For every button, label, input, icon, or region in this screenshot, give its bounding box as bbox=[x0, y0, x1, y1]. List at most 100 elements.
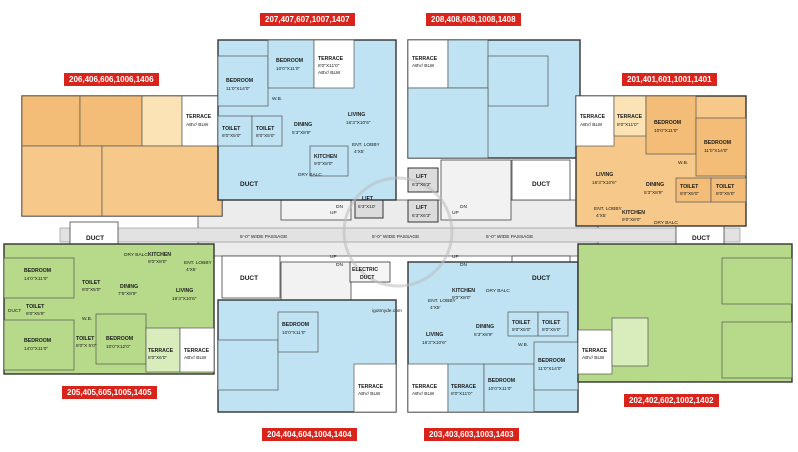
u205-toilet-1-dim: 8'0"X5'0" bbox=[82, 287, 101, 293]
unit-label-207: 207,407,607,1007,1407 bbox=[260, 13, 355, 26]
u207-toilet-2-dim: 8'0"X5'0" bbox=[256, 133, 275, 139]
u201-toilet-1: TOILET bbox=[680, 184, 699, 190]
lift-label-1: LIFT bbox=[362, 196, 374, 202]
u205-bedroom-1-dim: 14'0"X11'0" bbox=[24, 276, 48, 282]
u203-ent-lobby-dim: 4'X5' bbox=[430, 305, 440, 311]
unit-207 bbox=[217, 39, 397, 201]
u203-dry-balc: DRY BALC bbox=[486, 288, 510, 294]
lift-dim-3: 6'3"X6'3" bbox=[412, 213, 431, 219]
passage-label-right: 5'-0" WIDE PASSAGE bbox=[486, 234, 533, 240]
duct-label-6: DUCT bbox=[692, 235, 710, 242]
u205-kitchen: KITCHEN bbox=[148, 252, 171, 258]
u203-bedroom-1: BEDROOM bbox=[538, 358, 565, 364]
u205-terrace-2: TERRACE bbox=[184, 348, 210, 354]
u205-terrace-2-abv: ABV/ BLW bbox=[184, 355, 207, 361]
stair-up-1: UP bbox=[330, 210, 337, 216]
u203-living-dim: 16'3"X10'6" bbox=[422, 340, 447, 346]
u201-terrace-2-dim: 8'0"X11'0" bbox=[617, 122, 639, 128]
unit-label-208: 208,408,608,1008,1408 bbox=[426, 13, 521, 26]
u207-kitchen: KITCHEN bbox=[314, 154, 337, 160]
u202-terrace: TERRACE bbox=[582, 348, 608, 354]
u202-terrace-abv: ABV/ BLW bbox=[582, 355, 605, 361]
u201-ent-lobby-dim: 4'X5' bbox=[596, 213, 606, 219]
u203-dining: DINING bbox=[476, 324, 494, 330]
u203-toilet-1-dim: 8'0"X5'0" bbox=[512, 327, 531, 333]
unit-label-206: 206,406,606,1006,1406 bbox=[64, 73, 159, 86]
u201-dining-dim: 5'3"X8'9" bbox=[644, 190, 663, 196]
u201-terrace-1: TERRACE bbox=[580, 114, 606, 120]
stair-dn-4: DN bbox=[460, 262, 467, 268]
passage-label-center: 5'-0" WIDE PASSAGE bbox=[372, 234, 419, 240]
lift-right-lower bbox=[407, 199, 439, 223]
u201-living: LIVING bbox=[596, 172, 613, 178]
stair-dn-3: DN bbox=[336, 262, 343, 268]
u201-toilet-2: TOILET bbox=[716, 184, 735, 190]
u205-dining-dim: 7'6"X8'9" bbox=[118, 291, 137, 297]
stair-up-2: UP bbox=[452, 210, 459, 216]
u207-living: LIVING bbox=[348, 112, 365, 118]
u205-bedroom-3: BEDROOM bbox=[106, 336, 133, 342]
u207-terrace-abv: ABV/ BLW bbox=[318, 70, 341, 76]
electric-duct bbox=[349, 261, 391, 283]
u201-toilet-2-dim: 8'0"X5'0" bbox=[716, 191, 735, 197]
duct-label-3: DUCT bbox=[240, 275, 258, 282]
u203-wb: W.B. bbox=[518, 342, 528, 348]
u207-toilet-2: TOILET bbox=[256, 126, 275, 132]
u205-ent-lobby-dim: 4'X5' bbox=[186, 267, 196, 273]
electric-label: ELECTRIC bbox=[352, 267, 378, 273]
u204-bedroom: BEDROOM bbox=[282, 322, 309, 328]
u208-terrace: TERRACE bbox=[412, 56, 438, 62]
u205-dining: DINING bbox=[120, 284, 138, 290]
u207-toilet-1-dim: 8'0"X5'0" bbox=[222, 133, 241, 139]
u204-bedroom-dim: 10'0"X11'0" bbox=[282, 330, 306, 336]
u201-kitchen-dim: 9'0"X8'0" bbox=[622, 217, 641, 223]
u205-ent-lobby: ENT. LOBBY bbox=[184, 260, 213, 266]
u201-bedroom-1-dim: 10'0"X11'0" bbox=[654, 128, 678, 134]
duct-label-5: DUCT bbox=[86, 235, 104, 242]
u207-kitchen-dim: 9'0"X8'0" bbox=[314, 161, 333, 167]
u201-dining: DINING bbox=[646, 182, 664, 188]
u206-terrace-abv: ABV/ BLW bbox=[186, 122, 209, 128]
u207-toilet-1: TOILET bbox=[222, 126, 241, 132]
unit-label-203: 203,403,603,1003,1403 bbox=[424, 428, 519, 441]
unit-204 bbox=[217, 299, 397, 413]
unit-label-204: 204,404,604,1004,1404 bbox=[262, 428, 357, 441]
watermark-seal bbox=[342, 176, 454, 288]
u205-toilet-2-dim: 8'0"X5'6" bbox=[26, 311, 45, 317]
unit-202 bbox=[577, 243, 793, 383]
watermark-text: igotmyde.com bbox=[372, 308, 402, 314]
lift-label-3: LIFT bbox=[416, 205, 428, 211]
u207-terrace: TERRACE bbox=[318, 56, 344, 62]
u207-living-dim: 16'3"X10'6" bbox=[346, 120, 371, 126]
unit-201 bbox=[575, 95, 747, 227]
u207-ent-lobby-dim: 4'X5' bbox=[354, 149, 364, 155]
u205-toilet-3-dim: 8'0"X 5'0" bbox=[76, 343, 97, 349]
stair-up-4: UP bbox=[452, 254, 459, 260]
unit-label-201: 201,401,601,1001,1401 bbox=[622, 73, 717, 86]
u207-ent-lobby: ENT. LOBBY bbox=[352, 142, 381, 148]
stair-dn-2: DN bbox=[460, 204, 467, 210]
u205-bedroom-2: BEDROOM bbox=[24, 338, 51, 344]
duct-label-4: DUCT bbox=[532, 275, 550, 282]
unit-208 bbox=[407, 39, 581, 159]
passage-label-left: 5'-0" WIDE PASSAGE bbox=[240, 234, 287, 240]
lift-dim-1: 6'3"X10' bbox=[358, 204, 375, 210]
u207-bedroom-2: BEDROOM bbox=[276, 58, 303, 64]
u205-toilet-3: TOILET bbox=[76, 336, 95, 342]
u205-toilet-1: TOILET bbox=[82, 280, 101, 286]
u207-wb: W.B. bbox=[272, 96, 282, 102]
u203-bedroom-1-dim: 11'0"X14'0" bbox=[538, 366, 562, 372]
u207-terrace-dim: 8'0"X11'0" bbox=[318, 63, 340, 69]
u205-dry-balc: DRY BALC bbox=[124, 252, 148, 258]
duct-label-1: DUCT bbox=[240, 181, 258, 188]
u203-toilet-2-dim: 8'0"X5'0" bbox=[542, 327, 561, 333]
passage-band bbox=[59, 227, 741, 243]
u204-terrace-abv: ABV/ BLW bbox=[358, 391, 381, 397]
u203-ent-lobby: ENT. LOBBY bbox=[428, 298, 457, 304]
unit-label-202: 202,402,602,1002,1402 bbox=[624, 394, 719, 407]
lift-label-2: LIFT bbox=[416, 174, 428, 180]
u205-terrace-1-dim: 8'0"X6'0" bbox=[148, 355, 167, 361]
u203-terrace-1-abv: ABV/ BLW bbox=[412, 391, 435, 397]
u201-wb: W.B. bbox=[678, 160, 688, 166]
